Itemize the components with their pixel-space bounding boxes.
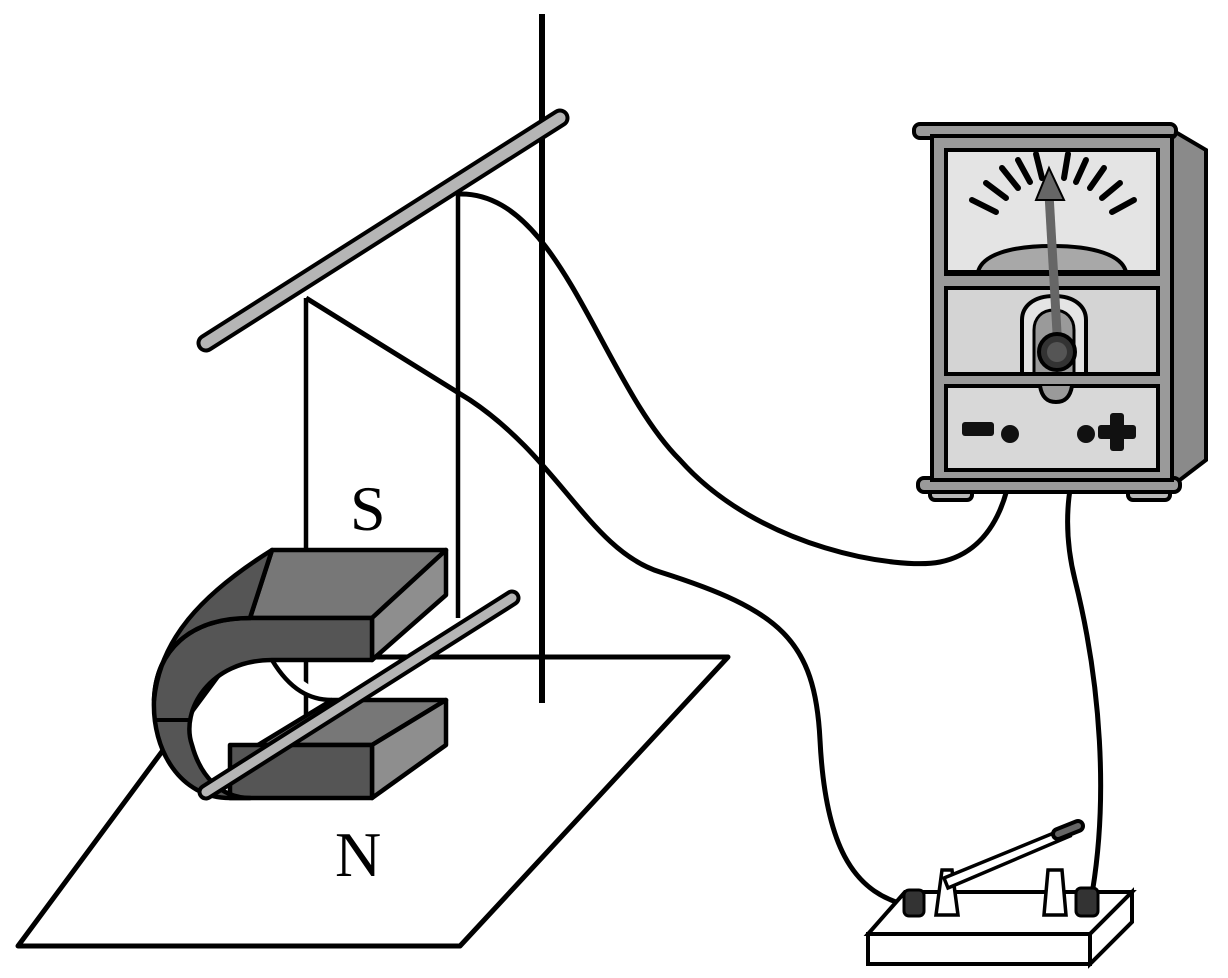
galvanometer: − +: [912, 122, 1208, 502]
knife-switch[interactable]: [863, 819, 1137, 969]
wire-to-switch: [304, 295, 913, 909]
upper-rod: [196, 108, 570, 353]
north-pole-label: N: [335, 819, 381, 890]
base-plate: [15, 654, 731, 949]
wire-to-meter-negative: [457, 191, 1015, 567]
meter-minus-sign: [962, 422, 994, 436]
magnet-inner-gap: [270, 658, 333, 703]
meter-needle: [1044, 193, 1063, 351]
meter-side-panel: [1170, 126, 1208, 491]
horseshoe-magnet: [151, 547, 449, 801]
conducting-rod: [197, 589, 521, 801]
switch-right-terminal: [1074, 886, 1100, 918]
meter-scale-ticks: [969, 151, 1137, 215]
switch-base-front: [866, 932, 1092, 966]
switch-left-terminal: [902, 888, 926, 918]
switch-right-post: [1042, 868, 1068, 917]
meter-plus-sign: [1098, 413, 1136, 451]
magnet-bend-back: [151, 547, 275, 703]
meter-negative-terminal: [1001, 425, 1019, 443]
switch-base-side: [1088, 887, 1134, 969]
meter-needle-tip: [1034, 165, 1066, 201]
meter-positive-terminal: [1077, 425, 1095, 443]
south-pole-label: S: [350, 473, 386, 544]
